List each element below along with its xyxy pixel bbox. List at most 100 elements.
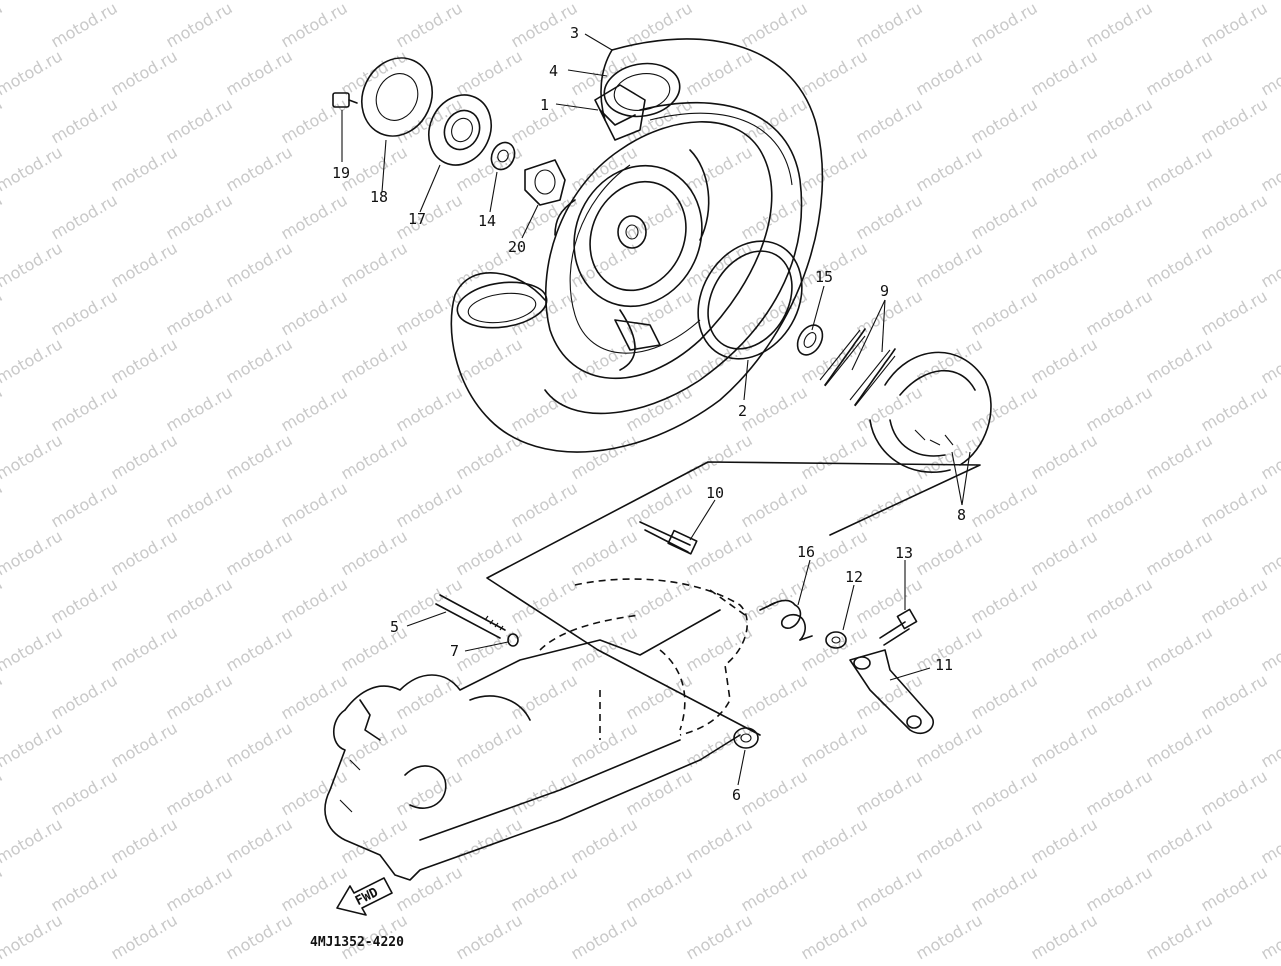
watermark-text: motod.ru bbox=[0, 814, 66, 867]
watermark-text: motod.ru bbox=[223, 334, 296, 387]
watermark-text: motod.ru bbox=[0, 910, 66, 961]
watermark-text: motod.ru bbox=[48, 862, 121, 915]
watermark-text: motod.ru bbox=[278, 94, 351, 147]
watermark-text: motod.ru bbox=[798, 430, 871, 483]
watermark-text: motod.ru bbox=[108, 238, 181, 291]
watermark-text: motod.ru bbox=[738, 94, 811, 147]
watermark-text: motod.ru bbox=[913, 814, 986, 867]
callout-17: 17 bbox=[408, 210, 426, 228]
watermark-text: motod.ru bbox=[393, 0, 466, 51]
watermark-text: motod.ru bbox=[738, 670, 811, 723]
watermark-text: motod.ru bbox=[223, 142, 296, 195]
callout-11: 11 bbox=[935, 656, 953, 674]
watermark-text: motod.ru bbox=[798, 718, 871, 771]
watermark-text: motod.ru bbox=[968, 478, 1041, 531]
part-13-bolt bbox=[880, 609, 917, 645]
watermark-text: motod.ru bbox=[108, 622, 181, 675]
watermark-text: motod.ru bbox=[338, 526, 411, 579]
watermark-text: motod.ru bbox=[1083, 478, 1156, 531]
watermark-text: motod.ru bbox=[0, 574, 6, 627]
watermark-text: motod.ru bbox=[798, 814, 871, 867]
watermark-text: motod.ru bbox=[223, 238, 296, 291]
watermark-text: motod.ru bbox=[338, 46, 411, 99]
watermark-text: motod.ru bbox=[278, 862, 351, 915]
watermark-text: motod.ru bbox=[683, 910, 756, 961]
watermark-text: motod.ru bbox=[968, 94, 1041, 147]
watermark-text: motod.ru bbox=[1143, 814, 1216, 867]
watermark-text: motod.ru bbox=[913, 142, 986, 195]
watermark-text: motod.ru bbox=[623, 478, 696, 531]
watermark-text: motod.ru bbox=[1028, 334, 1101, 387]
watermark-text: motod.ru bbox=[223, 910, 296, 961]
watermark-text: motod.ru bbox=[1198, 574, 1271, 627]
watermark-text: motod.ru bbox=[1258, 526, 1281, 579]
watermark-text: motod.ru bbox=[508, 190, 581, 243]
callout-20: 20 bbox=[508, 238, 526, 256]
watermark-text: motod.ru bbox=[568, 814, 641, 867]
watermark-text: motod.ru bbox=[223, 622, 296, 675]
fwd-arrow-icon: FWD bbox=[337, 878, 392, 915]
callout-12: 12 bbox=[845, 568, 863, 586]
watermark-text: motod.ru bbox=[163, 382, 236, 435]
watermark-text: motod.ru bbox=[0, 286, 6, 339]
watermark-text: motod.ru bbox=[48, 94, 121, 147]
watermark-text: motod.ru bbox=[1198, 478, 1271, 531]
watermark-text: motod.ru bbox=[278, 766, 351, 819]
watermark-text: motod.ru bbox=[968, 574, 1041, 627]
watermark-text: motod.ru bbox=[108, 814, 181, 867]
callout-16: 16 bbox=[797, 543, 815, 561]
callout-3: 3 bbox=[570, 24, 579, 42]
watermark-text: motod.ru bbox=[1258, 622, 1281, 675]
watermark-text: motod.ru bbox=[913, 718, 986, 771]
watermark-text: motod.ru bbox=[278, 286, 351, 339]
watermark-text: motod.ru bbox=[0, 46, 66, 99]
watermark-text: motod.ru bbox=[108, 718, 181, 771]
watermark-text: motod.ru bbox=[623, 766, 696, 819]
watermark-text: motod.ru bbox=[163, 0, 236, 51]
watermark-text: motod.ru bbox=[0, 670, 6, 723]
watermark-text: motod.ru bbox=[568, 622, 641, 675]
watermark-text: motod.ru bbox=[1083, 0, 1156, 51]
watermark-text: motod.ru bbox=[108, 430, 181, 483]
drawing-code: 4MJ1352-4220 bbox=[310, 935, 404, 950]
watermark-text: motod.ru bbox=[0, 862, 6, 915]
watermark-text: motod.ru bbox=[163, 670, 236, 723]
watermark-text: motod.ru bbox=[568, 910, 641, 961]
watermark-text: motod.ru bbox=[508, 670, 581, 723]
watermark-text: motod.ru bbox=[683, 0, 756, 3]
watermark-text: motod.ru bbox=[338, 622, 411, 675]
watermark-text: motod.ru bbox=[1028, 622, 1101, 675]
watermark-text: motod.ru bbox=[1258, 334, 1281, 387]
watermark-text: motod.ru bbox=[568, 238, 641, 291]
watermark-text: motod.ru bbox=[453, 622, 526, 675]
watermark-text: motod.ru bbox=[968, 0, 1041, 51]
watermark-text: motod.ru bbox=[623, 0, 696, 51]
watermark-text: motod.ru bbox=[0, 334, 66, 387]
callout-15: 15 bbox=[815, 268, 833, 286]
watermark-text: motod.ru bbox=[1083, 286, 1156, 339]
watermark-text: motod.ru bbox=[0, 94, 6, 147]
watermark-text: motod.ru bbox=[738, 0, 811, 51]
watermark-text: motod.ru bbox=[1198, 382, 1271, 435]
watermark-text: motod.ru bbox=[163, 190, 236, 243]
watermark-text: motod.ru bbox=[453, 718, 526, 771]
callout-7: 7 bbox=[450, 642, 459, 660]
watermark-text: motod.ru bbox=[108, 334, 181, 387]
watermark-text: motod.ru bbox=[48, 574, 121, 627]
watermark-text: motod.ru bbox=[568, 430, 641, 483]
watermark-text: motod.ru bbox=[853, 478, 926, 531]
watermark-text: motod.ru bbox=[1028, 430, 1101, 483]
watermark-text: motod.ru bbox=[683, 430, 756, 483]
watermark-text: motod.ru bbox=[913, 526, 986, 579]
watermark-text: motod.ru bbox=[278, 478, 351, 531]
watermark-text: motod.ru bbox=[1083, 574, 1156, 627]
watermark-text: motod.ru bbox=[338, 718, 411, 771]
watermark-text: motod.ru bbox=[508, 766, 581, 819]
callout-14: 14 bbox=[478, 212, 496, 230]
watermark-text: motod.ru bbox=[853, 0, 926, 51]
watermark-text: motod.ru bbox=[1258, 814, 1281, 867]
callout-19: 19 bbox=[332, 164, 350, 182]
watermark-text: motod.ru bbox=[1028, 238, 1101, 291]
watermark-text: motod.ru bbox=[108, 0, 181, 3]
